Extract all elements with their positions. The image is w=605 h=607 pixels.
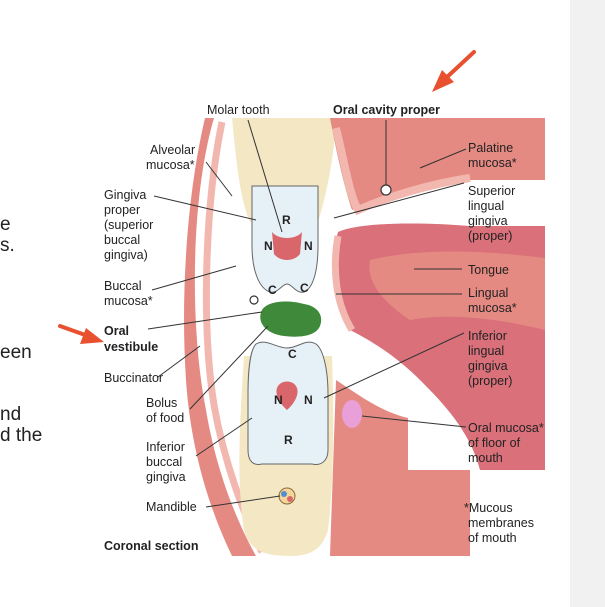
svg-text:mucosa*: mucosa* xyxy=(468,156,517,170)
svg-text:vestibule: vestibule xyxy=(104,340,158,354)
tooth-letter-n-lower-right: N xyxy=(304,393,313,407)
label-inferior-lingual-gingiva: Inferior lingual gingiva (proper) xyxy=(468,329,512,388)
text-fragment-1: e xyxy=(0,214,11,235)
label-lingual-mucosa: Lingual mucosa* xyxy=(468,286,517,315)
label-mandible: Mandible xyxy=(146,500,197,514)
svg-text:(superior: (superior xyxy=(104,218,153,232)
label-coronal-section: Coronal section xyxy=(104,539,198,553)
tooth-letter-n-upper-right: N xyxy=(304,239,313,253)
palatine-mucosa xyxy=(332,127,471,216)
svg-text:gingiva: gingiva xyxy=(468,359,508,373)
svg-text:Superior: Superior xyxy=(468,184,515,198)
svg-text:mouth: mouth xyxy=(468,451,503,465)
bolus-of-food xyxy=(260,301,322,337)
label-tongue: Tongue xyxy=(468,263,509,277)
label-inferior-buccal-gingiva: Inferior buccal gingiva xyxy=(146,440,186,484)
svg-text:gingiva: gingiva xyxy=(146,470,186,484)
svg-text:Oral mucosa*: Oral mucosa* xyxy=(468,421,544,435)
oral-cavity-proper-marker xyxy=(380,184,392,196)
svg-text:Lingual: Lingual xyxy=(468,286,508,300)
inferior-alveolar-canal xyxy=(278,487,296,505)
tooth-letter-c-lower: C xyxy=(288,347,297,361)
label-palatine-mucosa: Palatine mucosa* xyxy=(468,141,517,170)
lingual-mucosa-layer xyxy=(331,235,356,332)
label-gingiva-proper: Gingiva proper (superior buccal gingiva) xyxy=(104,188,153,262)
svg-text:mucosa*: mucosa* xyxy=(146,158,195,172)
label-molar-tooth: Molar tooth xyxy=(207,103,270,117)
svg-text:buccal: buccal xyxy=(146,455,182,469)
svg-text:Inferior: Inferior xyxy=(468,329,507,343)
label-oral-cavity-proper: Oral cavity proper xyxy=(333,103,440,117)
svg-text:lingual: lingual xyxy=(468,344,504,358)
label-bolus-of-food: Bolus of food xyxy=(146,396,184,425)
label-alveolar-mucosa: Alveolar mucosa* xyxy=(146,143,195,172)
svg-text:Inferior: Inferior xyxy=(146,440,185,454)
svg-text:Alveolar: Alveolar xyxy=(150,143,195,157)
side-panel xyxy=(570,0,605,607)
svg-text:lingual: lingual xyxy=(468,199,504,213)
tooth-letter-n-lower-left: N xyxy=(274,393,283,407)
svg-text:(proper): (proper) xyxy=(468,229,512,243)
text-fragment-2: s. xyxy=(0,235,15,256)
svg-text:Bolus: Bolus xyxy=(146,396,177,410)
cheek-tissue xyxy=(184,118,256,556)
svg-text:Buccal: Buccal xyxy=(104,279,142,293)
svg-text:mucosa*: mucosa* xyxy=(104,294,153,308)
svg-text:proper: proper xyxy=(104,203,140,217)
svg-text:Oral: Oral xyxy=(104,324,129,338)
svg-text:Gingiva: Gingiva xyxy=(104,188,146,202)
arrow-oral-cavity-proper xyxy=(432,50,476,92)
svg-text:of floor of: of floor of xyxy=(468,436,521,450)
svg-text:buccal: buccal xyxy=(104,233,140,247)
label-buccinator: Buccinator xyxy=(104,371,163,385)
text-fragment-5: d the xyxy=(0,425,43,446)
label-buccal-mucosa: Buccal mucosa* xyxy=(104,279,153,308)
text-fragment-3: een xyxy=(0,342,32,363)
tooth-letter-c-upper-left: C xyxy=(268,283,277,297)
tooth-letter-n-upper-left: N xyxy=(264,239,273,253)
oral-vestibule-marker xyxy=(249,295,259,305)
lower-molar-pulp xyxy=(276,381,298,410)
svg-text:*Mucous: *Mucous xyxy=(464,501,513,515)
sublingual-gland xyxy=(342,400,362,428)
upper-molar-pulp xyxy=(272,232,302,260)
floor-of-mouth xyxy=(330,380,470,556)
svg-text:of food: of food xyxy=(146,411,184,425)
tooth-letter-r-lower: R xyxy=(284,433,293,447)
tongue-inner xyxy=(369,251,545,330)
label-superior-lingual-gingiva: Superior lingual gingiva (proper) xyxy=(468,184,515,243)
arrow-oral-vestibule xyxy=(58,324,104,344)
label-oral-mucosa-floor: Oral mucosa* of floor of mouth xyxy=(468,421,544,465)
svg-text:of mouth: of mouth xyxy=(468,531,517,545)
svg-text:mucosa*: mucosa* xyxy=(468,301,517,315)
svg-text:gingiva: gingiva xyxy=(468,214,508,228)
svg-text:(proper): (proper) xyxy=(468,374,512,388)
label-oral-vestibule: Oral vestibule xyxy=(104,324,158,354)
tooth-letter-c-upper-right: C xyxy=(300,281,309,295)
leader-lines xyxy=(147,119,467,508)
label-mucous-membranes: *Mucous membranes of mouth xyxy=(464,501,534,545)
svg-text:gingiva): gingiva) xyxy=(104,248,148,262)
tooth-letter-r-upper: R xyxy=(282,213,291,227)
text-fragment-4: nd xyxy=(0,404,22,425)
svg-text:membranes: membranes xyxy=(468,516,534,530)
svg-text:Palatine: Palatine xyxy=(468,141,513,155)
